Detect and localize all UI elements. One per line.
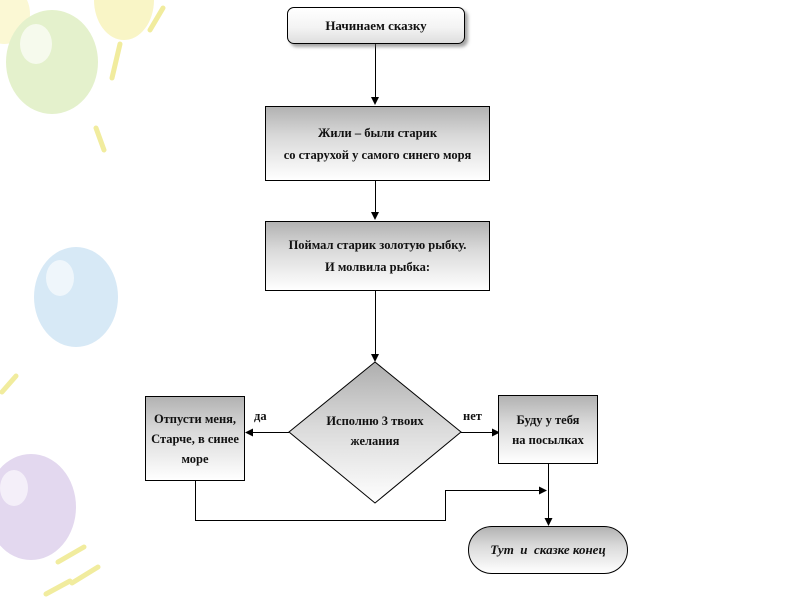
scene-box-caught-fish: Поймал старик золотую рыбку. И молвила р… [265,221,490,291]
yes-outcome-line3: море [181,451,209,466]
end-node-label: Тут и сказке конец [490,542,606,557]
connector-yes-to-merge [195,481,539,521]
arrowhead-merge-right [539,486,547,495]
no-outcome-line1: Буду у тебя [516,412,580,427]
branch-label-yes: да [254,409,267,423]
yes-outcome-line2: Старче, в синее [151,431,239,446]
yes-outcome-line1: Отпусти меня, [153,411,237,426]
decision-label-line1: Исполню 3 твоих [326,414,424,428]
decision-label: Исполню 3 твоих желания [305,411,445,451]
arrowhead-into-decision [371,354,379,362]
decision-diamond [288,361,462,504]
connector-lines [195,44,549,521]
end-node: Тут и сказке конец [468,526,628,574]
yes-outcome-box: Отпусти меня, Старче, в синее море [145,396,245,481]
branch-label-no: нет [463,409,482,423]
arrowhead-into-no-box [492,428,500,437]
arrowhead-into-end [544,518,553,526]
arrowhead-into-scene1 [371,97,379,105]
scene-box-caught-fish-line1: Поймал старик золотую рыбку. [288,238,467,252]
balloon-decorations [0,0,166,597]
arrowhead-into-yes-box [245,428,253,437]
arrowheads [245,97,553,526]
confetti-streaks [0,5,166,597]
scene-box-caught-fish-line2: И молвила рыбка: [324,260,431,274]
no-outcome-line2: на посылках [512,432,584,447]
arrowhead-into-scene2 [371,212,379,220]
scene-box-living-line1: Жили – были старик [317,125,438,140]
no-outcome-box: Буду у тебя на посылках [498,395,598,464]
purple-balloon-highlight [0,470,28,506]
decision-label-line2: желания [350,434,400,448]
yellow-balloon-icon [94,0,154,40]
scene-box-living: Жили – были старик со старухой у самого … [265,106,490,181]
blue-balloon-highlight [46,260,74,296]
scene-box-living-line2: со старухой у самого синего моря [283,147,472,162]
green-balloon-highlight [20,24,52,64]
start-node: Начинаем сказку [287,7,465,44]
start-node-label: Начинаем сказку [325,17,427,33]
